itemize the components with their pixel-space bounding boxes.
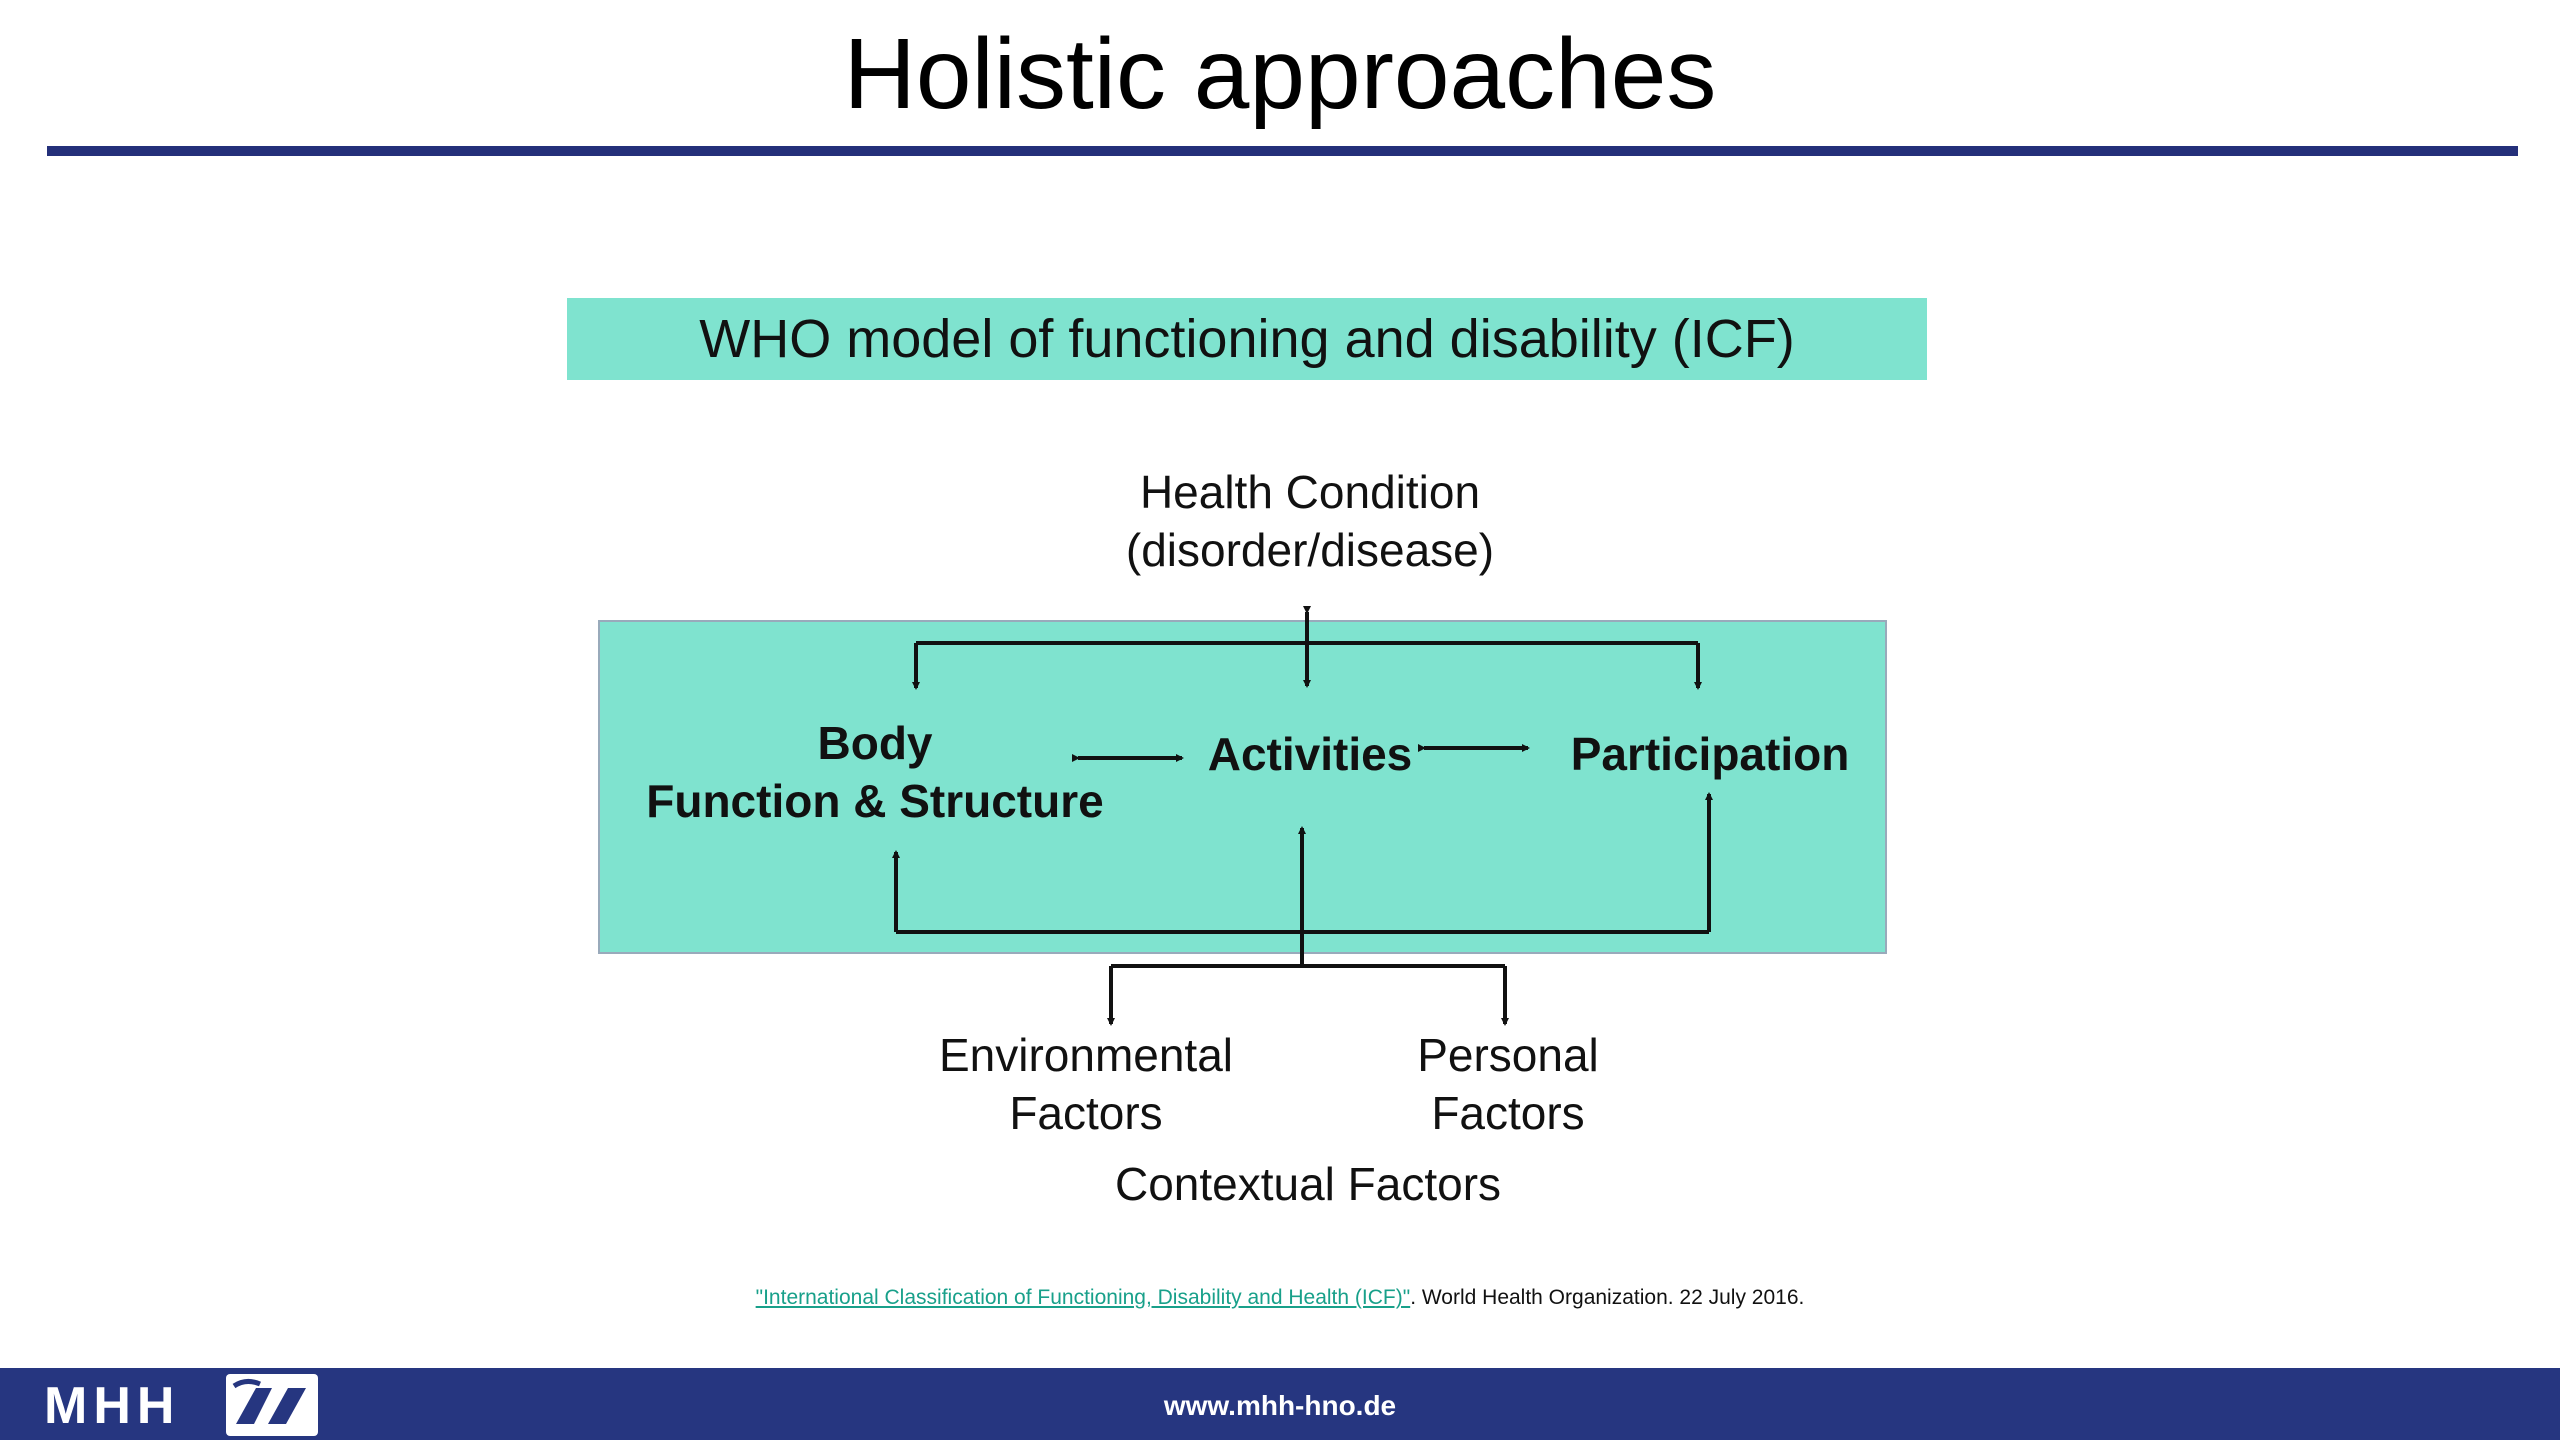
- participation-label: Participation: [1570, 728, 1850, 780]
- personal-factors-label: Personal Factors: [1417, 1029, 1599, 1139]
- hno-logo-graphic: [232, 1378, 306, 1424]
- footer-bar: MHH www.mhh-hno.de: [0, 1368, 2560, 1440]
- banner-text: WHO model of functioning and disability …: [699, 309, 1795, 369]
- citation-link[interactable]: "International Classification of Functio…: [755, 1286, 1411, 1309]
- diagram-banner: WHO model of functioning and disability …: [567, 298, 1927, 380]
- activities-label: Activities: [1207, 728, 1413, 780]
- environmental-factors-label: Environmental Factors: [938, 1029, 1234, 1139]
- citation: "International Classification of Functio…: [0, 1286, 2560, 1310]
- footer-url[interactable]: www.mhh-hno.de: [1163, 1390, 1397, 1421]
- citation-source: . World Health Organization. 22 July 201…: [1410, 1286, 1805, 1309]
- health-condition-label: Health Condition (disorder/disease): [1125, 466, 1495, 576]
- body-function-structure-label: Body Function & Structure: [646, 717, 1104, 827]
- slide-title: Holistic approaches: [843, 18, 1717, 130]
- contextual-factors-label: Contextual Factors: [1114, 1158, 1502, 1210]
- mhh-logo: MHH: [44, 1377, 181, 1435]
- title-divider: [47, 146, 2518, 156]
- components-box: [598, 620, 1887, 954]
- hno-logo-icon: [226, 1374, 318, 1436]
